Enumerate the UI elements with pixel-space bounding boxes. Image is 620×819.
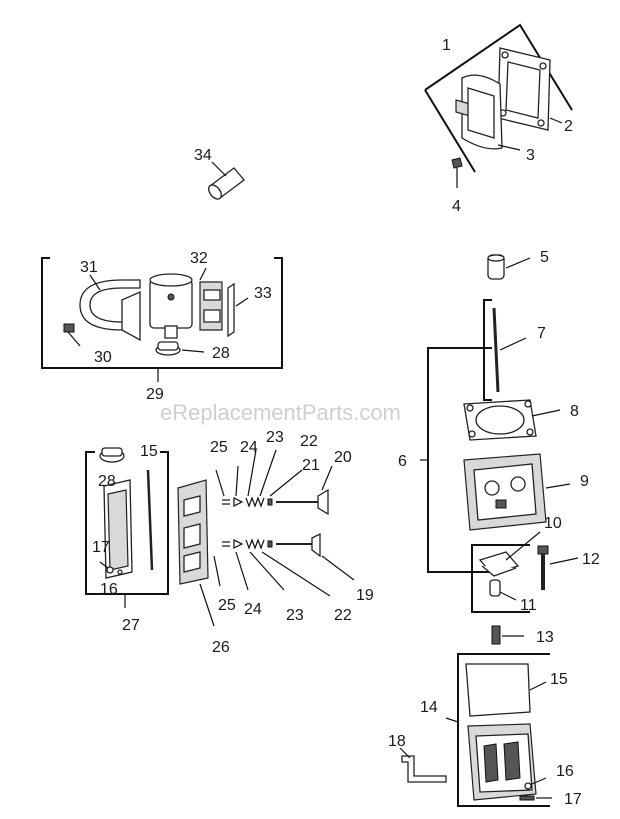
label-32: 32: [190, 250, 208, 267]
label-7: 7: [537, 325, 546, 342]
label-3: 3: [526, 147, 535, 164]
label-13: 13: [536, 629, 554, 646]
label-18: 18: [388, 733, 406, 750]
valve-cover-group-14: [399, 625, 552, 807]
label-28-pump: 28: [212, 345, 230, 362]
label-28-cover: 28: [98, 473, 116, 490]
label-22-upper: 22: [300, 433, 318, 450]
label-6: 6: [398, 453, 407, 470]
label-12: 12: [582, 551, 600, 568]
label-33: 33: [254, 285, 272, 302]
label-20: 20: [334, 449, 352, 466]
label-29: 29: [146, 386, 164, 403]
label-14: 14: [420, 699, 438, 716]
label-15-cover: 15: [550, 671, 568, 688]
label-11: 11: [520, 597, 537, 614]
label-10: 10: [544, 515, 562, 532]
fuel-pump-bracket-29: [41, 257, 283, 382]
label-5: 5: [540, 249, 549, 266]
label-34: 34: [194, 147, 212, 164]
label-25-upper: 25: [210, 439, 228, 456]
label-2: 2: [564, 118, 573, 135]
label-30: 30: [94, 349, 112, 366]
label-25-lower: 25: [218, 597, 236, 614]
label-22-lower: 22: [334, 607, 352, 624]
label-21: 21: [302, 457, 320, 474]
tube-34: [208, 161, 245, 200]
callout-labels: 1 2 3 4 5 6 7 8 9 10 11 12 13 14 15 16 1…: [80, 37, 600, 808]
label-26: 26: [212, 639, 230, 656]
label-23-upper: 23: [266, 429, 284, 446]
label-17-left: 17: [92, 539, 110, 556]
label-16-cover: 16: [556, 763, 574, 780]
watermark: eReplacementParts.com: [160, 400, 401, 425]
label-19: 19: [356, 587, 374, 604]
label-23-lower: 23: [286, 607, 304, 624]
label-8: 8: [570, 403, 579, 420]
cylinder-head-group-6: [420, 254, 579, 613]
label-15-left: 15: [140, 443, 158, 460]
label-31: 31: [80, 259, 98, 276]
label-1: 1: [442, 37, 451, 54]
label-4: 4: [452, 198, 461, 215]
label-16-left: 16: [100, 581, 118, 598]
rocker-cover-group-27: [85, 447, 169, 608]
label-24-lower: 24: [244, 601, 262, 618]
label-24-upper: 24: [240, 439, 258, 456]
label-17-cover: 17: [564, 791, 582, 808]
cylinder-head-valves-26: [177, 449, 355, 627]
breather-cover-assembly: [424, 23, 573, 188]
label-9: 9: [580, 473, 589, 490]
label-27: 27: [122, 617, 140, 634]
